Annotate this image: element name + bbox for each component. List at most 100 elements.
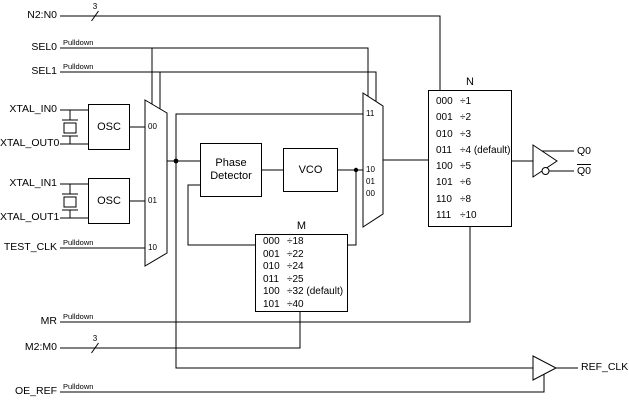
osc1-block: OSC: [88, 178, 130, 224]
output-mux-code-01: 01: [366, 177, 375, 186]
divider-value: ÷40: [287, 298, 304, 310]
divider-code: 011: [263, 273, 279, 285]
n-divider-table: 000÷1 001÷2 010÷3 011÷4 (default) 100÷5 …: [428, 90, 512, 227]
wire: [60, 47, 369, 96]
wire: [60, 374, 545, 393]
wire: [187, 184, 255, 246]
wire: [60, 312, 301, 349]
wire: [175, 113, 363, 161]
junction-dot: [353, 167, 359, 173]
divider-value: ÷5: [460, 161, 472, 173]
m-divider-table: 000 ÷18 001 ÷22 010 ÷24 011 ÷25 100 ÷32 (defa…: [255, 234, 348, 312]
divider-row: 011 ÷25: [263, 274, 347, 285]
bus-slash-icon: [91, 10, 99, 22]
divider-value: ÷25: [287, 273, 304, 285]
pin-label-n2n0: N2:N0: [27, 9, 57, 21]
wire: [60, 15, 441, 90]
divider-code: 100: [436, 161, 453, 173]
ref-clk-output-buffer-icon: [532, 355, 558, 381]
divider-row: 001 ÷22: [263, 249, 347, 260]
pin-label-m2m0: M2:M0: [24, 341, 57, 353]
pin-label-xtal-in0: XTAL_IN0: [9, 103, 57, 115]
divider-code: 111: [436, 209, 452, 221]
divider-row: 100 ÷5: [436, 161, 511, 172]
wire: [60, 227, 471, 323]
divider-code: 011: [436, 144, 452, 156]
pin-label-q0-bar: Q0: [577, 165, 592, 177]
input-mux-shape: [144, 99, 168, 267]
divider-code: 001: [263, 248, 280, 260]
wire: [175, 161, 533, 369]
pin-label-test-clk: TEST_CLK: [3, 241, 57, 253]
junction-dots: [173, 158, 359, 173]
n-divider-title: N: [466, 76, 474, 88]
divider-row: 000 ÷18: [263, 236, 347, 247]
input-mux-code-10: 10: [148, 243, 157, 252]
bus-width-n2n0: 3: [92, 2, 98, 11]
output-mux-shape: [362, 92, 384, 228]
divider-row: 011÷4 (default): [436, 145, 511, 156]
divider-code: 100: [263, 286, 280, 298]
output-mux-code-11: 11: [366, 109, 375, 118]
divider-code: 101: [263, 298, 280, 310]
divider-value: ÷8: [460, 193, 472, 205]
bus-slash-icon: [91, 342, 99, 354]
m-divider-title: M: [296, 220, 307, 232]
pin-label-sel0: SEL0: [31, 41, 57, 53]
pin-label-q0: Q0: [577, 145, 592, 157]
crystal-icon: [62, 184, 78, 218]
wire-layer: [60, 15, 578, 393]
input-mux-code-01: 01: [148, 196, 157, 205]
pulldown-label-oe-ref: Pulldown: [63, 382, 94, 391]
divider-value: ÷1: [460, 96, 472, 108]
divider-row: 111 ÷10: [436, 210, 511, 221]
divider-row: 100 ÷32 (default): [263, 286, 347, 297]
phase-detector-block: Phase Detector: [200, 143, 262, 197]
pulldown-label-sel0: Pulldown: [63, 38, 94, 47]
divider-value: ÷10: [460, 209, 477, 221]
pin-label-mr: MR: [40, 315, 57, 327]
pin-label-xtal-out1: XTAL_OUT1: [0, 211, 60, 223]
bus-slash-icons: [91, 10, 99, 354]
wire: [348, 170, 357, 246]
divider-code: 101: [436, 177, 453, 189]
divider-code: 000: [263, 236, 280, 248]
pulldown-label-test-clk: Pulldown: [63, 238, 94, 247]
input-mux-code-00: 00: [148, 122, 157, 131]
divider-row: 101 ÷40: [263, 299, 347, 310]
divider-value: ÷32 (default): [287, 286, 344, 298]
divider-row: 101 ÷6: [436, 177, 511, 188]
vco-block: VCO: [283, 148, 338, 192]
divider-value: ÷22: [287, 248, 304, 260]
divider-value: ÷18: [287, 236, 304, 248]
divider-code: 110: [436, 193, 452, 205]
divider-value: ÷2: [460, 112, 472, 124]
inversion-bubble-icon: [541, 167, 550, 175]
osc0-block: OSC: [88, 104, 130, 150]
crystal-icon: [62, 110, 78, 144]
pin-label-xtal-out0: XTAL_OUT0: [0, 137, 60, 149]
junction-dot: [173, 158, 179, 164]
divider-row: 001÷2: [436, 112, 511, 123]
pin-label-ref-clk: REF_CLK: [581, 361, 629, 373]
divider-code: 010: [263, 261, 280, 273]
pin-label-sel1: SEL1: [31, 65, 57, 77]
pulldown-label-mr: Pulldown: [63, 312, 94, 321]
pulldown-label-sel1: Pulldown: [63, 62, 94, 71]
divider-row: 010 ÷24: [263, 261, 347, 272]
divider-code: 000: [436, 96, 453, 108]
divider-code: 010: [436, 128, 453, 140]
pin-label-oe-ref: OE_REF: [14, 385, 57, 397]
output-mux-code-10: 10: [366, 165, 375, 174]
divider-value: ÷24: [287, 261, 304, 273]
bus-width-m2m0: 3: [92, 334, 98, 343]
divider-row: 110 ÷8: [436, 194, 511, 205]
pin-label-xtal-in1: XTAL_IN1: [9, 177, 57, 189]
wire: [60, 71, 377, 101]
output-mux-code-00: 00: [366, 189, 375, 198]
divider-value: ÷6: [460, 177, 472, 189]
divider-row: 010 ÷3: [436, 129, 511, 140]
divider-value: ÷3: [460, 128, 472, 140]
